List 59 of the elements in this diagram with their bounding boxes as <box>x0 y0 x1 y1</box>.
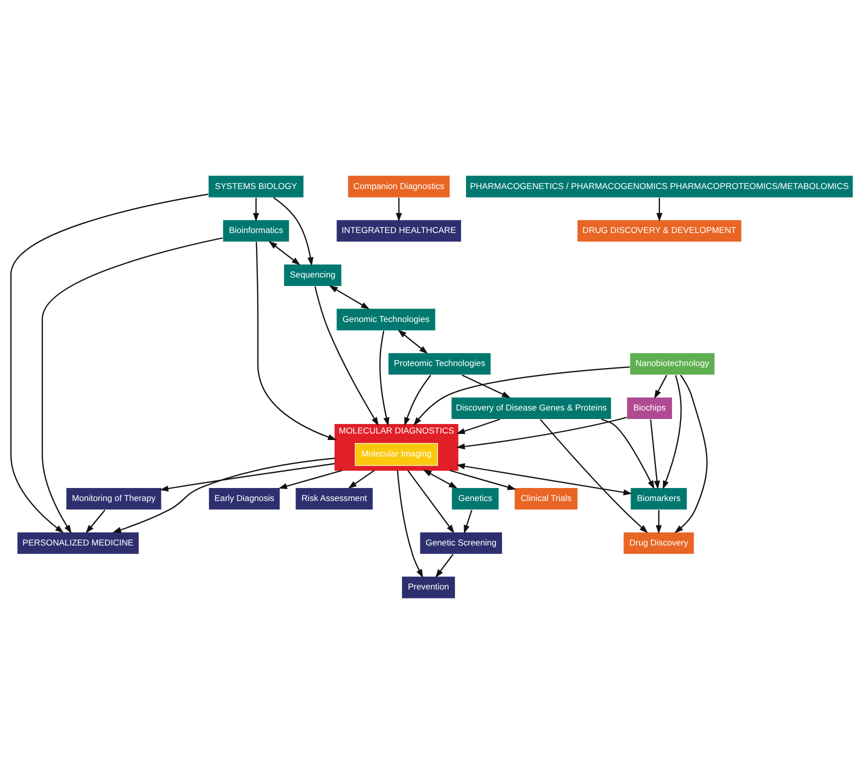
arrow <box>396 197 402 222</box>
arrow <box>422 469 458 488</box>
node-box: Prevention <box>401 576 456 598</box>
arrow <box>656 510 662 534</box>
node-box: Biochips <box>626 396 673 420</box>
arrow <box>601 418 654 489</box>
arrow <box>407 470 454 533</box>
node-box: DRUG DISCOVERY & DEVELOPMENT <box>576 219 742 242</box>
node-box: Risk Assessment <box>295 486 374 510</box>
node-box: Sequencing <box>283 263 342 286</box>
node-box: Proteomic Technologies <box>388 352 492 375</box>
arrow <box>256 241 337 440</box>
arrow <box>662 374 682 489</box>
arrow <box>650 418 660 489</box>
arrow <box>413 366 630 426</box>
arrow <box>329 284 370 309</box>
node-box: INTEGRATED HEALTHCARE <box>336 219 462 242</box>
arrow <box>314 286 379 426</box>
arrow <box>348 469 375 488</box>
arrow <box>462 374 511 398</box>
arrow <box>540 418 648 533</box>
node-box: SYSTEMS BIOLOGY <box>208 174 304 198</box>
arrow <box>112 457 335 532</box>
node-box: PHARMACOGENETICS / PHARMACOGENOMICS PHARMACOPROTEOMICS/METABOLOMICS <box>465 174 854 198</box>
arrow <box>450 469 516 490</box>
arrow <box>379 330 390 426</box>
arrow <box>398 329 428 354</box>
node-box: Monitoring of Therapy <box>66 486 162 510</box>
node-box: Genetics <box>451 486 500 510</box>
arrow <box>404 374 432 426</box>
arrow <box>160 462 335 492</box>
arrow <box>278 469 342 489</box>
arrow <box>435 554 454 578</box>
arrow <box>42 236 223 534</box>
node-box: Genetic Screening <box>420 531 503 554</box>
node-box: Molecular Imaging <box>354 442 438 466</box>
arrow <box>456 418 500 434</box>
arrow <box>253 197 260 222</box>
node-box: PERSONALIZED MEDICINE <box>16 531 140 554</box>
arrow <box>273 196 314 266</box>
arrow <box>456 462 632 495</box>
arrow <box>268 240 300 265</box>
node-box: Nanobiotechnology <box>630 352 716 375</box>
node-box: Discovery of Disease Genes & Proteins <box>450 396 612 420</box>
arrow <box>656 197 662 222</box>
arrow <box>86 509 106 533</box>
arrow <box>674 374 708 533</box>
arrow <box>456 416 627 449</box>
node-box: Companion Diagnostics <box>347 174 450 198</box>
arrow <box>464 509 472 534</box>
node-box: Bioinformatics <box>222 219 290 242</box>
arrow <box>654 374 668 398</box>
node-box: Biomarkers <box>630 486 688 510</box>
arrow <box>396 470 424 578</box>
node-box: Drug Discovery <box>623 531 694 554</box>
arrow <box>10 193 208 533</box>
node-box: Genomic Technologies <box>336 308 436 330</box>
node-box: Early Diagnosis <box>208 486 280 510</box>
node-box: Clinical Trials <box>514 486 578 510</box>
